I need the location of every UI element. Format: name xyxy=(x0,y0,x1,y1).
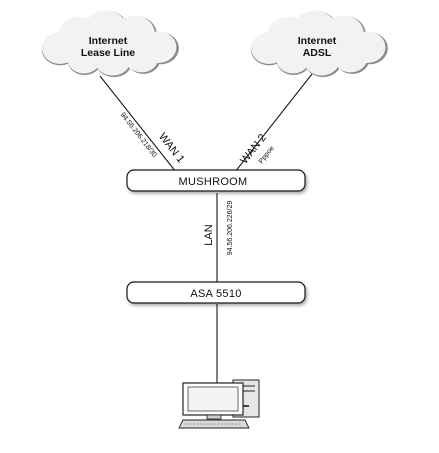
firewall-label: ASA 5510 xyxy=(190,288,241,300)
router-box xyxy=(126,169,306,192)
lan-ip: 94.56.206.226/29 xyxy=(227,201,234,256)
firewall-box xyxy=(126,281,306,304)
wan1-link xyxy=(99,75,177,173)
cloud-2-title: Internet xyxy=(298,35,337,47)
lan-label: LAN xyxy=(203,224,215,245)
wan1-ip: 94.56.206.218/30 xyxy=(119,111,158,158)
cloud-1-subtitle: Lease Line xyxy=(81,47,135,59)
wan1-label: WAN 1 xyxy=(156,131,187,166)
cloud-2-subtitle: ADSL xyxy=(303,47,332,59)
desktop-computer-icon xyxy=(178,379,260,429)
router-label: MUSHROOM xyxy=(178,176,247,188)
wan2-link xyxy=(234,73,313,173)
cloud-1-title: Internet xyxy=(89,35,128,47)
